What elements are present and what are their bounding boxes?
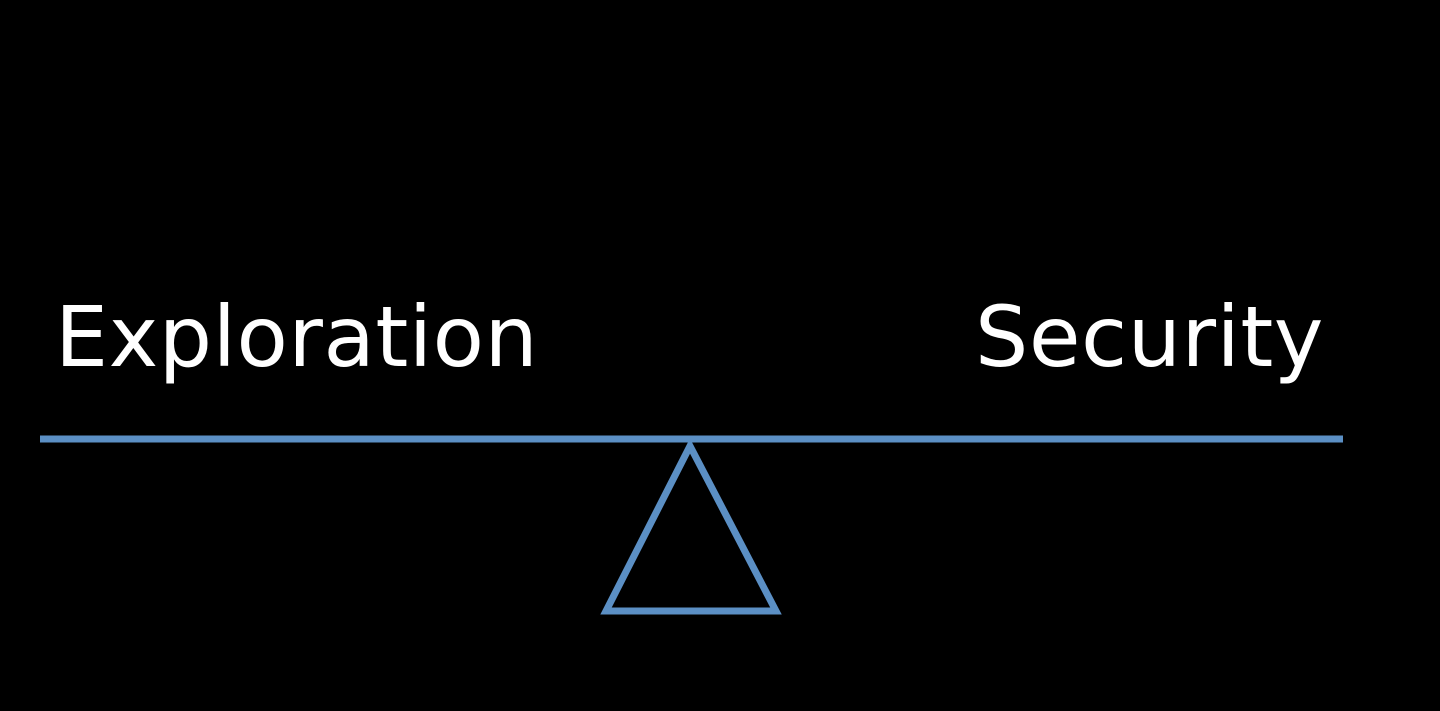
exploration-label: Exploration [55,288,539,386]
security-label: Security [975,288,1324,386]
fulcrum-triangle [600,438,782,615]
